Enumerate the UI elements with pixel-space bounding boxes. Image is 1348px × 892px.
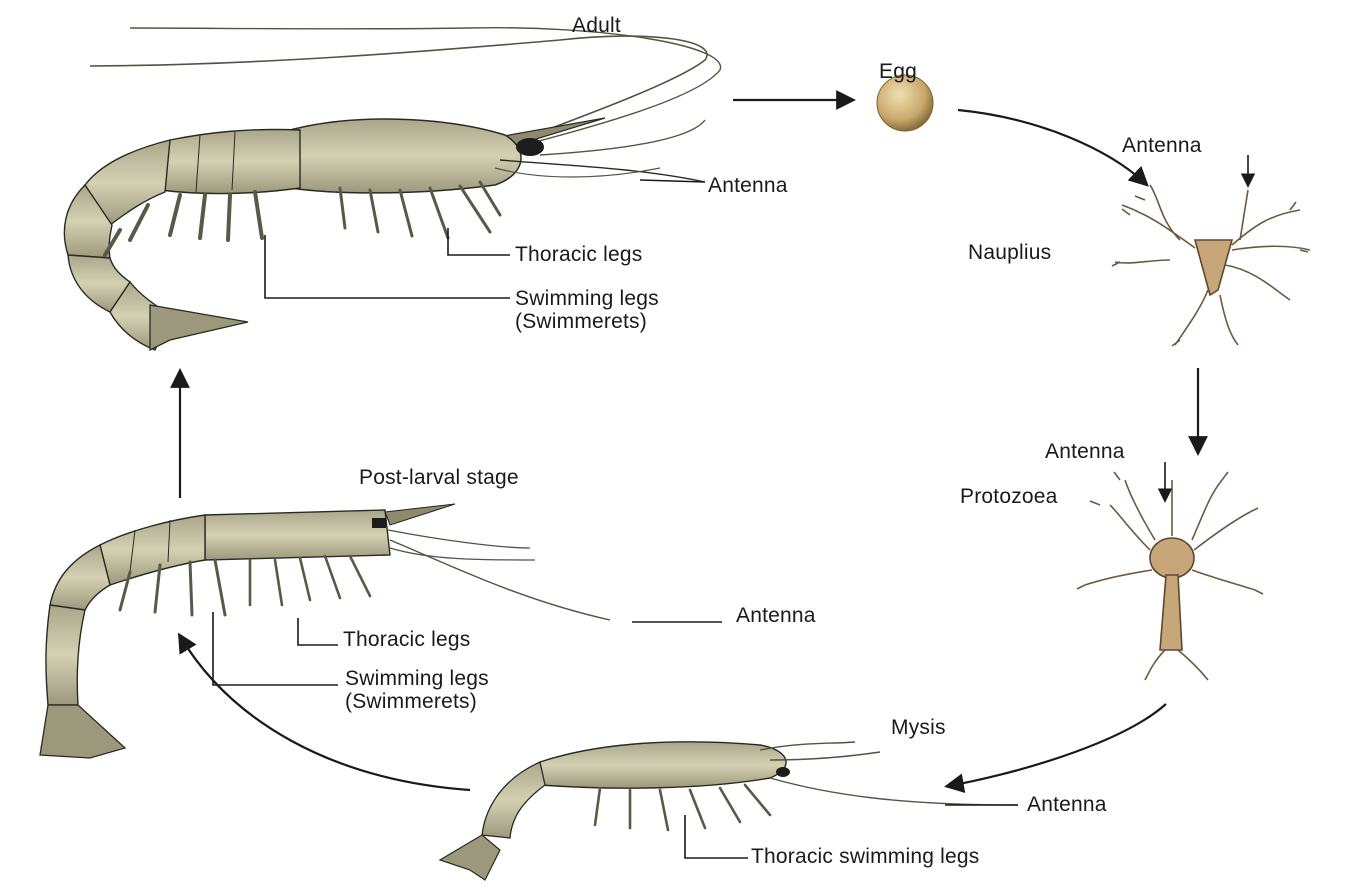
stage-label-adult: Adult (572, 14, 621, 37)
protozoea-illustration (1077, 472, 1263, 680)
mysis-thoracic-swimming-legs-label: Thoracic swimming legs (751, 845, 979, 868)
arrow-protozoea-to-mysis (948, 704, 1166, 786)
postlarval-thoracic-legs-label: Thoracic legs (343, 628, 470, 651)
stage-label-mysis: Mysis (891, 716, 946, 739)
stage-label-egg: Egg (879, 60, 917, 83)
adult-antenna-label: Antenna (708, 174, 788, 197)
nauplius-antenna-label: Antenna (1122, 134, 1202, 157)
adult-swimmerets-text: (Swimmerets) (515, 310, 659, 333)
postlarval-swimming-legs-text: Swimming legs (345, 667, 489, 690)
nauplius-illustration (1112, 185, 1310, 346)
postlarval-illustration (40, 504, 610, 758)
postlarval-swimmerets-text: (Swimmerets) (345, 690, 489, 713)
protozoea-antenna-label: Antenna (1045, 440, 1125, 463)
arrow-egg-to-nauplius (958, 110, 1146, 184)
adult-swimming-legs-label: Swimming legs (Swimmerets) (515, 287, 659, 333)
adult-leader-lines (265, 180, 705, 298)
adult-thoracic-legs-label: Thoracic legs (515, 243, 642, 266)
stage-label-postlarval: Post-larval stage (359, 466, 519, 489)
postlarval-swimming-legs-label: Swimming legs (Swimmerets) (345, 667, 489, 713)
egg-illustration (877, 75, 933, 131)
stage-label-protozoea: Protozoea (960, 485, 1058, 508)
mysis-antenna-label: Antenna (1027, 793, 1107, 816)
stage-label-nauplius: Nauplius (968, 241, 1051, 264)
adult-swimming-legs-text: Swimming legs (515, 287, 659, 310)
postlarval-antenna-label: Antenna (736, 604, 816, 627)
